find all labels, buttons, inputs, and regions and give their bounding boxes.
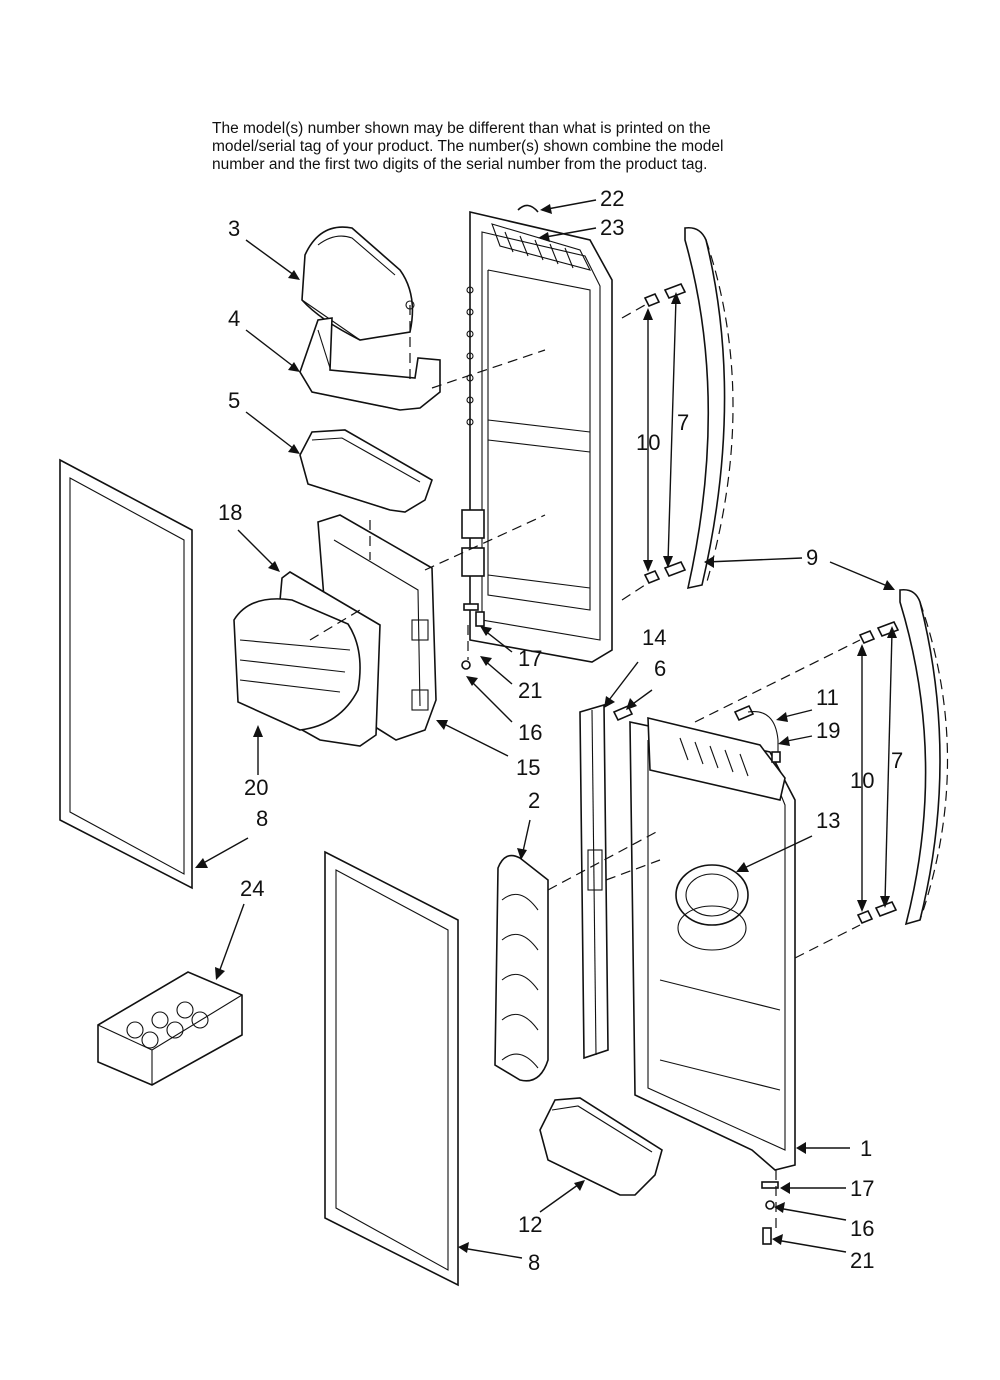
upper-door-liner: [461, 210, 613, 663]
upper-gasket-part-8: [59, 458, 193, 890]
callout-7-upper: 7: [677, 410, 689, 435]
door-bin-part-5: [299, 429, 433, 513]
screw-6: [612, 704, 634, 722]
model-number-note: The model(s) number shown may be differe…: [212, 120, 812, 174]
ice-tray-part-24: [97, 971, 243, 1086]
callout-11: 11: [816, 685, 839, 710]
callout-19: 19: [816, 718, 840, 743]
callout-1: 1: [860, 1136, 872, 1161]
dispenser-opening-part-13: [675, 864, 749, 951]
callout-21-upper: 21: [518, 678, 542, 703]
callout-16-lower: 16: [850, 1216, 874, 1241]
callout-22: 22: [600, 186, 624, 211]
note-line-2: model/serial tag of your product. The nu…: [212, 138, 724, 155]
assembly-lines: [309, 304, 861, 1230]
callout-10-lower: 10: [850, 768, 874, 793]
callout-21-lower: 21: [850, 1248, 874, 1273]
lower-gasket-part-8: [324, 850, 459, 1287]
callout-8-upper: 8: [256, 806, 268, 831]
callout-5: 5: [228, 388, 240, 413]
callout-7-lower: 7: [891, 748, 903, 773]
callout-4: 4: [228, 306, 240, 331]
callout-6: 6: [654, 656, 666, 681]
callout-13: 13: [816, 808, 840, 833]
callout-18: 18: [218, 500, 242, 525]
note-line-3: number and the first two digits of the s…: [212, 156, 708, 173]
callout-23: 23: [600, 215, 624, 240]
dairy-bin-part-4: [299, 317, 441, 411]
liner-top-grid: [491, 223, 592, 271]
screws-lower: [733, 620, 900, 1245]
shelf-part-2: [494, 854, 549, 1082]
callout-2: 2: [528, 788, 540, 813]
note-line-1: The model(s) number shown may be differe…: [212, 120, 711, 137]
callout-labels: 22 23 3 4 5 18 10 7 9 17 21 16 15 20 8 1…: [218, 186, 903, 1275]
callout-20: 20: [244, 775, 268, 800]
callout-9: 9: [806, 545, 818, 570]
ice-bin-part-20: [233, 598, 361, 731]
lower-liner-top-grid: [679, 737, 749, 777]
callout-10-upper: 10: [636, 430, 660, 455]
lower-door-liner: [629, 716, 796, 1171]
dairy-door-part-3: [301, 226, 415, 341]
callout-24: 24: [240, 876, 264, 901]
liner-shelf-holes: [466, 286, 474, 426]
callout-8-lower: 8: [528, 1250, 540, 1275]
hinge-bar-part-14: [579, 703, 609, 1060]
leader-arrows: [195, 199, 897, 1259]
screws-upper: [461, 282, 687, 670]
door-bin-part-12: [539, 1097, 663, 1196]
lower-handle-part-9: [899, 588, 949, 926]
callout-14: 14: [642, 625, 666, 650]
callout-3: 3: [228, 216, 240, 241]
upper-handle-part-9: [684, 226, 734, 590]
callout-17-lower: 17: [850, 1176, 874, 1201]
callout-15: 15: [516, 755, 540, 780]
wire-11: [747, 711, 779, 752]
callout-12: 12: [518, 1212, 542, 1237]
clip-22: [517, 204, 539, 213]
callout-17-upper: 17: [518, 646, 542, 671]
callout-16-upper: 16: [518, 720, 542, 745]
